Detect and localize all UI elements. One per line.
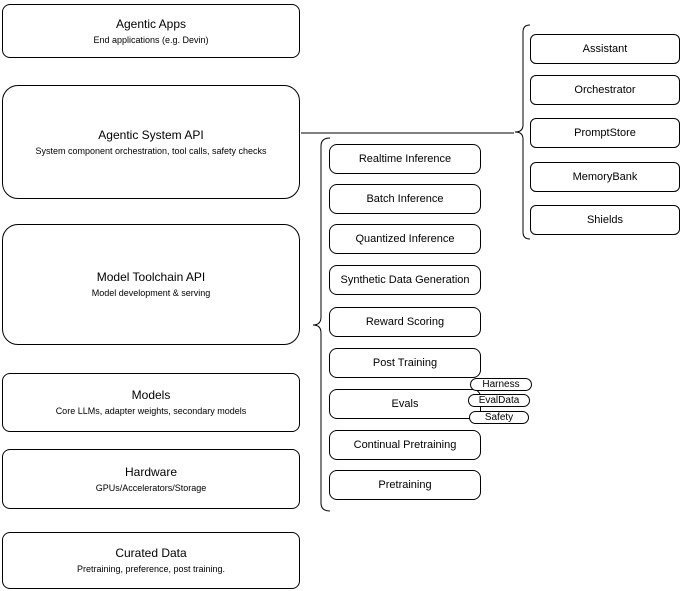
system-components-brace — [514, 24, 531, 240]
node-label: Pretraining — [378, 479, 432, 491]
node-models: Models Core LLMs, adapter weights, secon… — [2, 373, 300, 432]
node-title: Model Toolchain API — [96, 270, 206, 284]
node-synthetic-data-generation: Synthetic Data Generation — [329, 265, 481, 295]
node-batch-inference: Batch Inference — [329, 184, 481, 214]
node-quantized-inference: Quantized Inference — [329, 224, 481, 254]
node-subtitle: Core LLMs, adapter weights, secondary mo… — [55, 406, 247, 416]
node-subtitle: Pretraining, preference, post training. — [76, 564, 226, 574]
node-pretraining: Pretraining — [329, 470, 481, 500]
node-subtitle: End applications (e.g. Devin) — [93, 34, 209, 45]
toolchain-brace — [312, 137, 331, 512]
node-agentic-system-api: Agentic System API System component orch… — [2, 85, 300, 199]
node-title: Hardware — [124, 464, 178, 479]
node-promptstore: PromptStore — [530, 118, 680, 148]
node-reward-scoring: Reward Scoring — [329, 307, 481, 337]
node-hardware: Hardware GPUs/Accelerators/Storage — [2, 449, 300, 509]
node-label: Quantized Inference — [355, 233, 455, 245]
node-label: Orchestrator — [574, 84, 636, 96]
node-realtime-inference: Realtime Inference — [329, 144, 481, 174]
node-label: Batch Inference — [366, 193, 444, 205]
node-subtitle: Model development & serving — [91, 288, 211, 298]
node-memorybank: MemoryBank — [530, 162, 680, 192]
node-label: Shields — [586, 214, 624, 226]
node-orchestrator: Orchestrator — [530, 75, 680, 105]
node-label: Continual Pretraining — [353, 439, 457, 451]
tag-safety: Safety — [469, 411, 529, 424]
node-label: Synthetic Data Generation — [340, 274, 470, 286]
node-label: Realtime Inference — [358, 153, 452, 165]
node-subtitle: System component orchestration, tool cal… — [35, 145, 267, 156]
node-label: Evals — [391, 398, 419, 410]
node-label: PromptStore — [574, 127, 636, 139]
node-evals: Evals — [329, 389, 481, 419]
node-assistant: Assistant — [530, 34, 680, 64]
tag-label: EvalData — [478, 394, 520, 406]
node-subtitle: GPUs/Accelerators/Storage — [95, 482, 207, 493]
node-continual-pretraining: Continual Pretraining — [329, 430, 481, 460]
tag-label: Safety — [484, 411, 514, 423]
node-title: Curated Data — [115, 546, 187, 560]
node-title: Agentic System API — [98, 127, 204, 142]
tag-harness: Harness — [470, 378, 532, 391]
node-curated-data: Curated Data Pretraining, preference, po… — [2, 532, 300, 589]
node-label: Assistant — [582, 43, 628, 55]
node-label: Reward Scoring — [365, 316, 445, 328]
node-shields: Shields — [530, 205, 680, 235]
node-label: Post Training — [372, 357, 438, 369]
node-agentic-apps: Agentic Apps End applications (e.g. Devi… — [2, 4, 300, 58]
tag-evaldata: EvalData — [468, 394, 530, 407]
node-post-training: Post Training — [329, 348, 481, 378]
node-title: Agentic Apps — [115, 16, 187, 31]
node-model-toolchain-api: Model Toolchain API Model development & … — [2, 224, 300, 345]
tag-label: Harness — [482, 378, 520, 390]
node-title: Models — [131, 388, 171, 402]
node-label: MemoryBank — [572, 171, 638, 183]
